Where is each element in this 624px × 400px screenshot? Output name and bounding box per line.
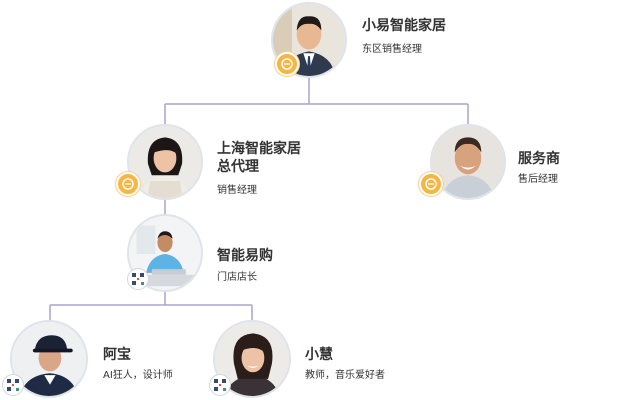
node-abao-role: AI狂人，设计师 — [103, 370, 173, 381]
node-xiaohui-role: 教师，音乐爱好者 — [305, 370, 385, 381]
woman-portrait-icon — [129, 126, 201, 198]
avatar-store — [127, 214, 203, 292]
qr-code-icon — [209, 374, 231, 396]
node-store-role: 门店店长 — [217, 272, 257, 283]
young-man-cap-portrait-icon — [12, 322, 86, 396]
qr-code-icon — [127, 268, 149, 290]
coin-badge-icon — [116, 172, 140, 196]
node-agent-role: 销售经理 — [217, 185, 257, 196]
node-service-role: 售后经理 — [518, 174, 558, 185]
node-store-name: 智能易购 — [217, 248, 273, 264]
node-top-name: 小易智能家居 — [362, 18, 446, 34]
qr-code-icon — [2, 374, 24, 396]
node-xiaohui-name: 小慧 — [305, 347, 333, 363]
avatar-agent — [127, 124, 203, 200]
coin-badge-icon — [275, 52, 299, 76]
node-agent-name-line1: 上海智能家居 — [217, 141, 301, 157]
node-abao-name: 阿宝 — [103, 347, 131, 363]
node-agent-name-line2: 总代理 — [217, 159, 259, 175]
node-service-name: 服务商 — [518, 151, 560, 167]
avatar-service — [430, 124, 506, 200]
coin-badge-icon — [419, 172, 443, 196]
man-smiling-portrait-icon — [432, 126, 504, 198]
node-top-role: 东区销售经理 — [362, 44, 422, 55]
man-at-laptop-portrait-icon — [129, 216, 201, 290]
